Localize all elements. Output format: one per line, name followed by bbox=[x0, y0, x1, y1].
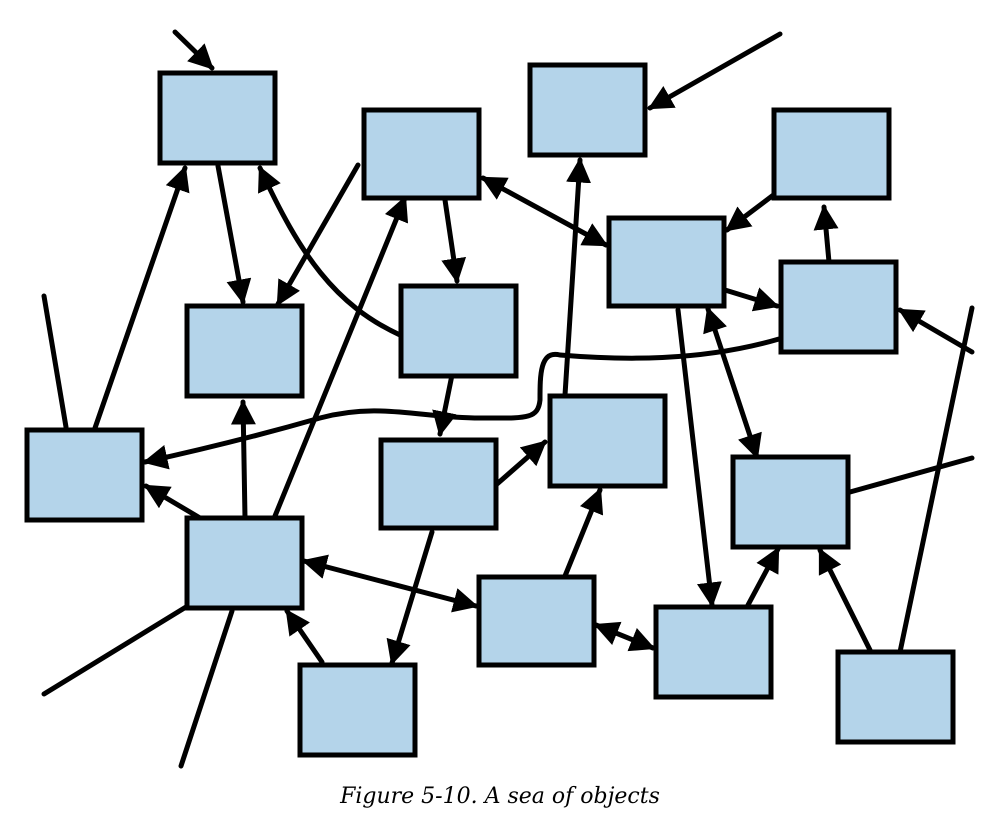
edge-g-to-p bbox=[675, 307, 722, 608]
object-box bbox=[476, 574, 597, 668]
edge-n-p-bidirectional bbox=[593, 621, 656, 652]
edge-a-to-e bbox=[215, 163, 252, 305]
edge-l-to-e bbox=[230, 399, 256, 521]
edge-in-to-a bbox=[172, 29, 215, 71]
object-box bbox=[527, 62, 648, 158]
edge-h-to-d-up bbox=[813, 204, 839, 265]
edge-f-to-k bbox=[432, 372, 457, 437]
edge-tail-i bbox=[41, 293, 69, 430]
object-graph bbox=[24, 29, 975, 769]
object-box bbox=[835, 649, 956, 745]
object-box bbox=[606, 215, 727, 309]
object-box bbox=[398, 283, 519, 379]
edge-n-to-j bbox=[562, 487, 604, 579]
object-box bbox=[297, 662, 418, 758]
edge-tail-l-left bbox=[41, 604, 189, 697]
object-box bbox=[771, 107, 892, 201]
object-box bbox=[653, 604, 774, 700]
object-box bbox=[24, 427, 145, 523]
edge-i-to-a bbox=[92, 165, 190, 431]
edge-q-to-m bbox=[817, 547, 873, 653]
object-box bbox=[547, 393, 668, 489]
figure-caption: Figure 5-10. A sea of objects bbox=[340, 784, 660, 809]
edge-b-g-bidirectional bbox=[480, 175, 609, 248]
edge-g-to-h bbox=[722, 287, 780, 312]
object-box bbox=[157, 70, 278, 166]
edge-h-to-d bbox=[724, 187, 783, 233]
edges bbox=[41, 29, 975, 769]
edge-b-to-f bbox=[441, 197, 467, 284]
object-box bbox=[778, 259, 899, 355]
edge-in-to-h bbox=[897, 307, 975, 355]
edge-l-to-b bbox=[272, 195, 409, 519]
object-box bbox=[730, 454, 851, 550]
object-box bbox=[361, 107, 482, 201]
object-box bbox=[184, 515, 305, 611]
edge-h-to-i-wavy bbox=[142, 336, 782, 470]
edge-k-to-o bbox=[386, 529, 435, 666]
edge-o-to-l bbox=[284, 608, 325, 665]
edge-g-m-bidirectional bbox=[703, 306, 762, 460]
edge-p-to-m bbox=[745, 546, 781, 608]
nodes bbox=[24, 62, 956, 758]
edge-in-to-c bbox=[647, 31, 783, 111]
edge-l-to-i bbox=[143, 483, 203, 521]
edge-b-to-e bbox=[275, 162, 361, 307]
edge-tail-l-down bbox=[178, 608, 235, 769]
edge-k-to-j bbox=[494, 439, 548, 487]
edge-f-to-a-curve bbox=[257, 165, 403, 338]
edge-tail-m bbox=[847, 455, 975, 495]
edge-q-tail-up bbox=[897, 305, 975, 655]
edge-l-n-bidirectional bbox=[301, 554, 479, 613]
edge-j-to-c bbox=[562, 157, 592, 398]
object-box bbox=[378, 437, 499, 531]
object-box bbox=[184, 303, 305, 399]
